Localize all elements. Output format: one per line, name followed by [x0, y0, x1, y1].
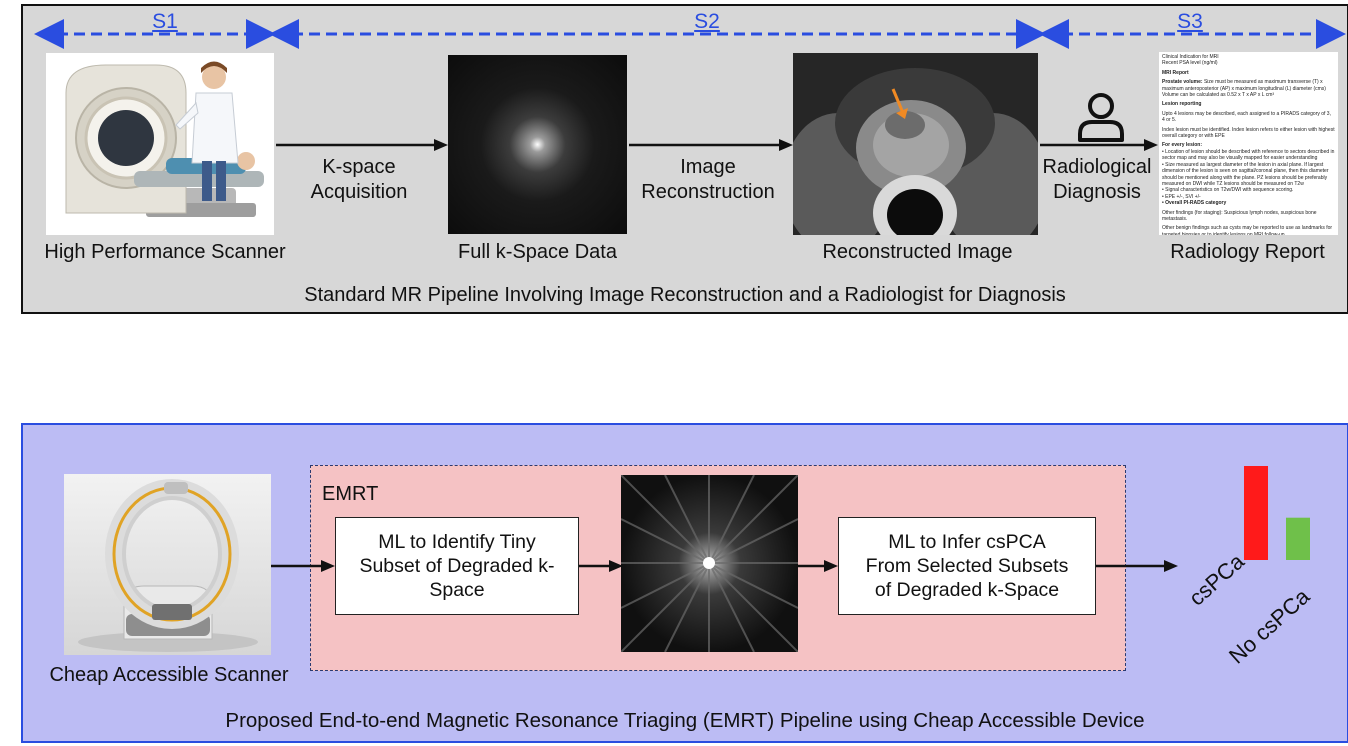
report-paragraph-4: Other findings (for staging): Suspicious…	[1162, 209, 1317, 222]
stage-s2-label: S2	[694, 10, 720, 33]
no-cspca-bar	[1286, 517, 1310, 560]
report-heading-3: For every lesion:	[1162, 142, 1203, 149]
ml2-line2: From Selected Subsets	[865, 555, 1069, 577]
arrow1-label-line2: Acquisition	[310, 181, 408, 203]
report-paragraph-2: Upto 4 lesions may be described, each as…	[1162, 110, 1331, 124]
report-paragraph-5: Other benign findings such as cysts may …	[1162, 225, 1333, 235]
radiological-diagnosis-label: Radiological Diagnosis	[1038, 155, 1156, 205]
arrow1-label-line1: K-space	[322, 156, 396, 178]
ml-cspca-inference-box: ML to Infer csPCA From Selected Subsets …	[838, 517, 1096, 615]
high-performance-scanner-caption: High Performance Scanner	[44, 241, 286, 263]
arrow2-label-line2: Reconstruction	[641, 181, 775, 203]
report-bullet-1: • Location of lesion should be described…	[1162, 148, 1335, 162]
mri-scanner-illustration	[46, 53, 274, 235]
reconstructed-mri-image	[793, 53, 1038, 235]
report-bullet-5: • Overall PI-RADS category	[1162, 200, 1227, 207]
full-kspace-image	[448, 55, 627, 234]
cspca-bar	[1244, 466, 1268, 560]
report-line-1: Clinical Indication for MRI	[1162, 54, 1219, 60]
scanner-to-ml1-arrow	[271, 560, 335, 572]
ml1-line3: Space	[429, 579, 485, 601]
image-reconstruction-label: Image Reconstruction	[628, 155, 788, 205]
ml1-line1: ML to Identify Tiny	[378, 531, 536, 553]
kspace-acquisition-label: K-space Acquisition	[284, 155, 434, 205]
arrow3-label-line1: Radiological	[1042, 156, 1152, 178]
report-line-2: Recent PSA level (ng/ml)	[1162, 60, 1218, 67]
ml1-line2: Subset of Degraded k-	[359, 555, 555, 577]
report-bullet-4: • EPE +/-, SVI +/-	[1162, 193, 1201, 200]
arrow2-label-line1: Image	[680, 156, 736, 178]
stage-s3-label: S3	[1177, 10, 1203, 33]
radiology-report-caption: Radiology Report	[1170, 241, 1325, 263]
image-reconstruction-arrow	[629, 139, 793, 151]
kspace-to-ml2-arrow	[798, 560, 838, 572]
report-prostate-volume-text: Size must be measured as maximum transve…	[1162, 79, 1326, 99]
ml2-line1: ML to Infer csPCA	[888, 531, 1046, 553]
arrow3-label-line2: Diagnosis	[1053, 181, 1141, 203]
output-bars	[1244, 466, 1310, 560]
full-kspace-caption: Full k-Space Data	[458, 241, 617, 263]
ml-subset-selection-box: ML to Identify Tiny Subset of Degraded k…	[335, 517, 579, 615]
standard-pipeline-caption: Standard MR Pipeline Involving Image Rec…	[304, 284, 1066, 306]
report-heading-1: MRI Report	[1162, 69, 1189, 76]
report-prostate-volume-label: Prostate volume:	[1162, 79, 1203, 86]
report-bullet-2: • Size measured as largest diameter of t…	[1162, 161, 1329, 187]
report-heading-2: Lesion reporting	[1162, 101, 1202, 108]
report-paragraph-3: Index lesion must be identified. Index l…	[1162, 126, 1335, 140]
reconstructed-image-caption: Reconstructed Image	[822, 241, 1013, 263]
ml2-to-output-arrow	[1096, 560, 1178, 572]
radiological-diagnosis-arrow	[1040, 139, 1158, 151]
ml2-line3: of Degraded k-Space	[874, 579, 1060, 601]
ml1-to-kspace-arrow	[579, 560, 623, 572]
radiologist-icon	[1078, 93, 1124, 142]
cheap-scanner-photo	[64, 474, 271, 655]
emrt-label: EMRT	[322, 483, 379, 505]
degraded-kspace-image	[621, 475, 798, 652]
kspace-acquisition-arrow	[276, 139, 448, 151]
stage-arrows	[34, 19, 1346, 49]
cheap-scanner-caption: Cheap Accessible Scanner	[49, 664, 289, 686]
report-bullet-3: • Signal characteristics on T2w/DWI with…	[1162, 187, 1294, 194]
stage-s1-label: S1	[152, 10, 178, 33]
emrt-pipeline-caption: Proposed End-to-end Magnetic Resonance T…	[225, 709, 1145, 732]
